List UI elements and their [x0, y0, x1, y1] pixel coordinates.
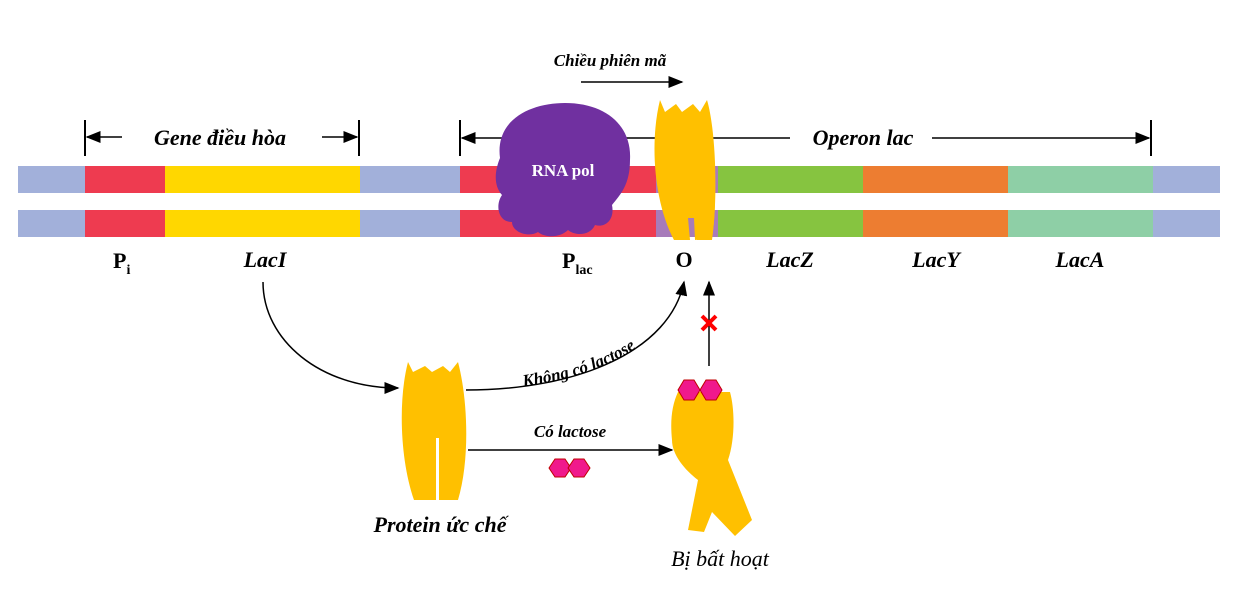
- repressor-on-operator: [654, 100, 716, 240]
- pi-label: Pi: [113, 248, 130, 278]
- lacy-label: LacY: [911, 247, 962, 272]
- with-lactose-label: Có lactose: [534, 422, 607, 441]
- regulatory-gene-label: Gene điều hòa: [154, 125, 286, 150]
- regulatory-gene-bracket: Gene điều hòa: [84, 120, 360, 156]
- segment-laci: [165, 210, 360, 237]
- segment-spacer-mid: [360, 210, 460, 237]
- segment-lacy: [863, 210, 1008, 237]
- segment-pi: [85, 166, 165, 193]
- gene-labels: Pi LacI Plac O LacZ LacY LacA: [113, 247, 1104, 278]
- inactivated-label: Bị bất hoạt: [671, 546, 770, 571]
- segment-laci: [165, 166, 360, 193]
- expression-arrow: [262, 281, 400, 394]
- plac-label: Plac: [562, 248, 593, 278]
- segment-spacer-mid: [360, 166, 460, 193]
- segment-spacer-left: [18, 210, 85, 237]
- dna-strand-bottom: [18, 210, 1220, 237]
- operator-label: O: [675, 247, 692, 272]
- repressor-protein: [401, 362, 467, 500]
- rna-polymerase: RNA pol: [495, 103, 631, 237]
- no-lactose-label: Không có lactose: [520, 335, 638, 390]
- segment-laca: [1008, 210, 1153, 237]
- segment-spacer-right: [1153, 210, 1220, 237]
- segment-spacer-left: [18, 166, 85, 193]
- segment-lacz: [718, 210, 863, 237]
- segment-lacz: [718, 166, 863, 193]
- protein-label: Protein ức chế: [373, 512, 510, 537]
- transcription-direction: Chiều phiên mã: [554, 51, 684, 88]
- laca-label: LacA: [1055, 247, 1105, 272]
- lacz-label: LacZ: [765, 247, 814, 272]
- transcription-direction-label: Chiều phiên mã: [554, 51, 667, 70]
- segment-lacy: [863, 166, 1008, 193]
- no-lactose-arrow: [465, 280, 688, 391]
- block-x-icon: [700, 314, 718, 332]
- lactose-molecule: [548, 458, 591, 478]
- operon-label: Operon lac: [813, 125, 914, 150]
- segment-pi: [85, 210, 165, 237]
- segment-laca: [1008, 166, 1153, 193]
- rna-pol-label: RNA pol: [532, 161, 595, 180]
- inactivated-repressor: [671, 379, 752, 536]
- segment-spacer-right: [1153, 166, 1220, 193]
- laci-label: LacI: [243, 247, 288, 272]
